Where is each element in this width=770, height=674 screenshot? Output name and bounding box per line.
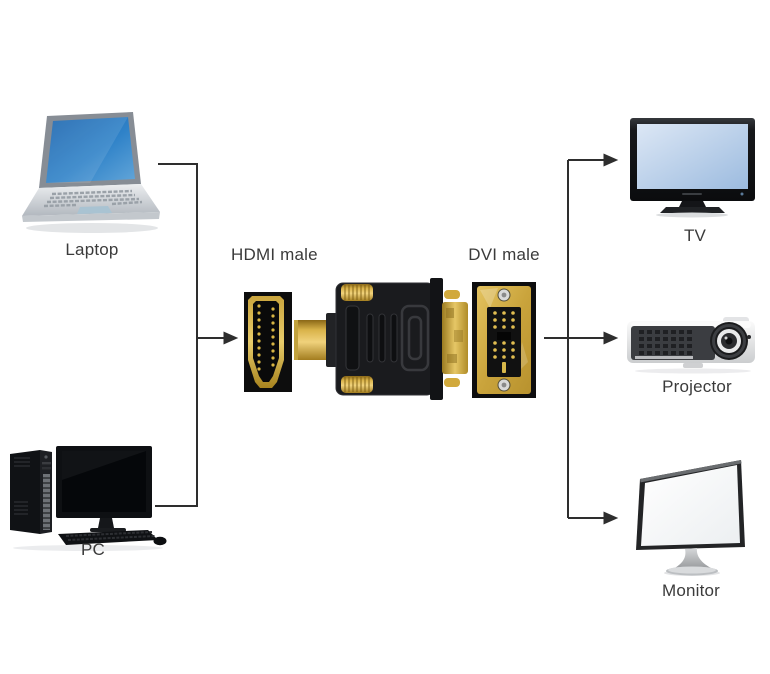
laptop-illustration	[20, 110, 165, 240]
left-bracket-line	[155, 163, 198, 507]
projector-label: Projector	[662, 377, 732, 396]
dvi-male-connector	[472, 282, 536, 398]
tv-illustration	[630, 118, 755, 218]
dvi-male-label: DVI male	[468, 245, 540, 264]
monitor-illustration	[625, 448, 760, 580]
hdmi-to-dvi-adapter	[294, 268, 472, 408]
pc-illustration	[8, 440, 168, 552]
hdmi-male-connector	[244, 292, 292, 392]
tv-label: TV	[683, 226, 707, 245]
pc-label: PC	[80, 540, 106, 559]
hdmi-male-label: HDMI male	[231, 245, 318, 264]
monitor-label: Monitor	[661, 581, 721, 600]
projector-illustration	[627, 313, 762, 375]
laptop-label: Laptop	[65, 240, 119, 259]
